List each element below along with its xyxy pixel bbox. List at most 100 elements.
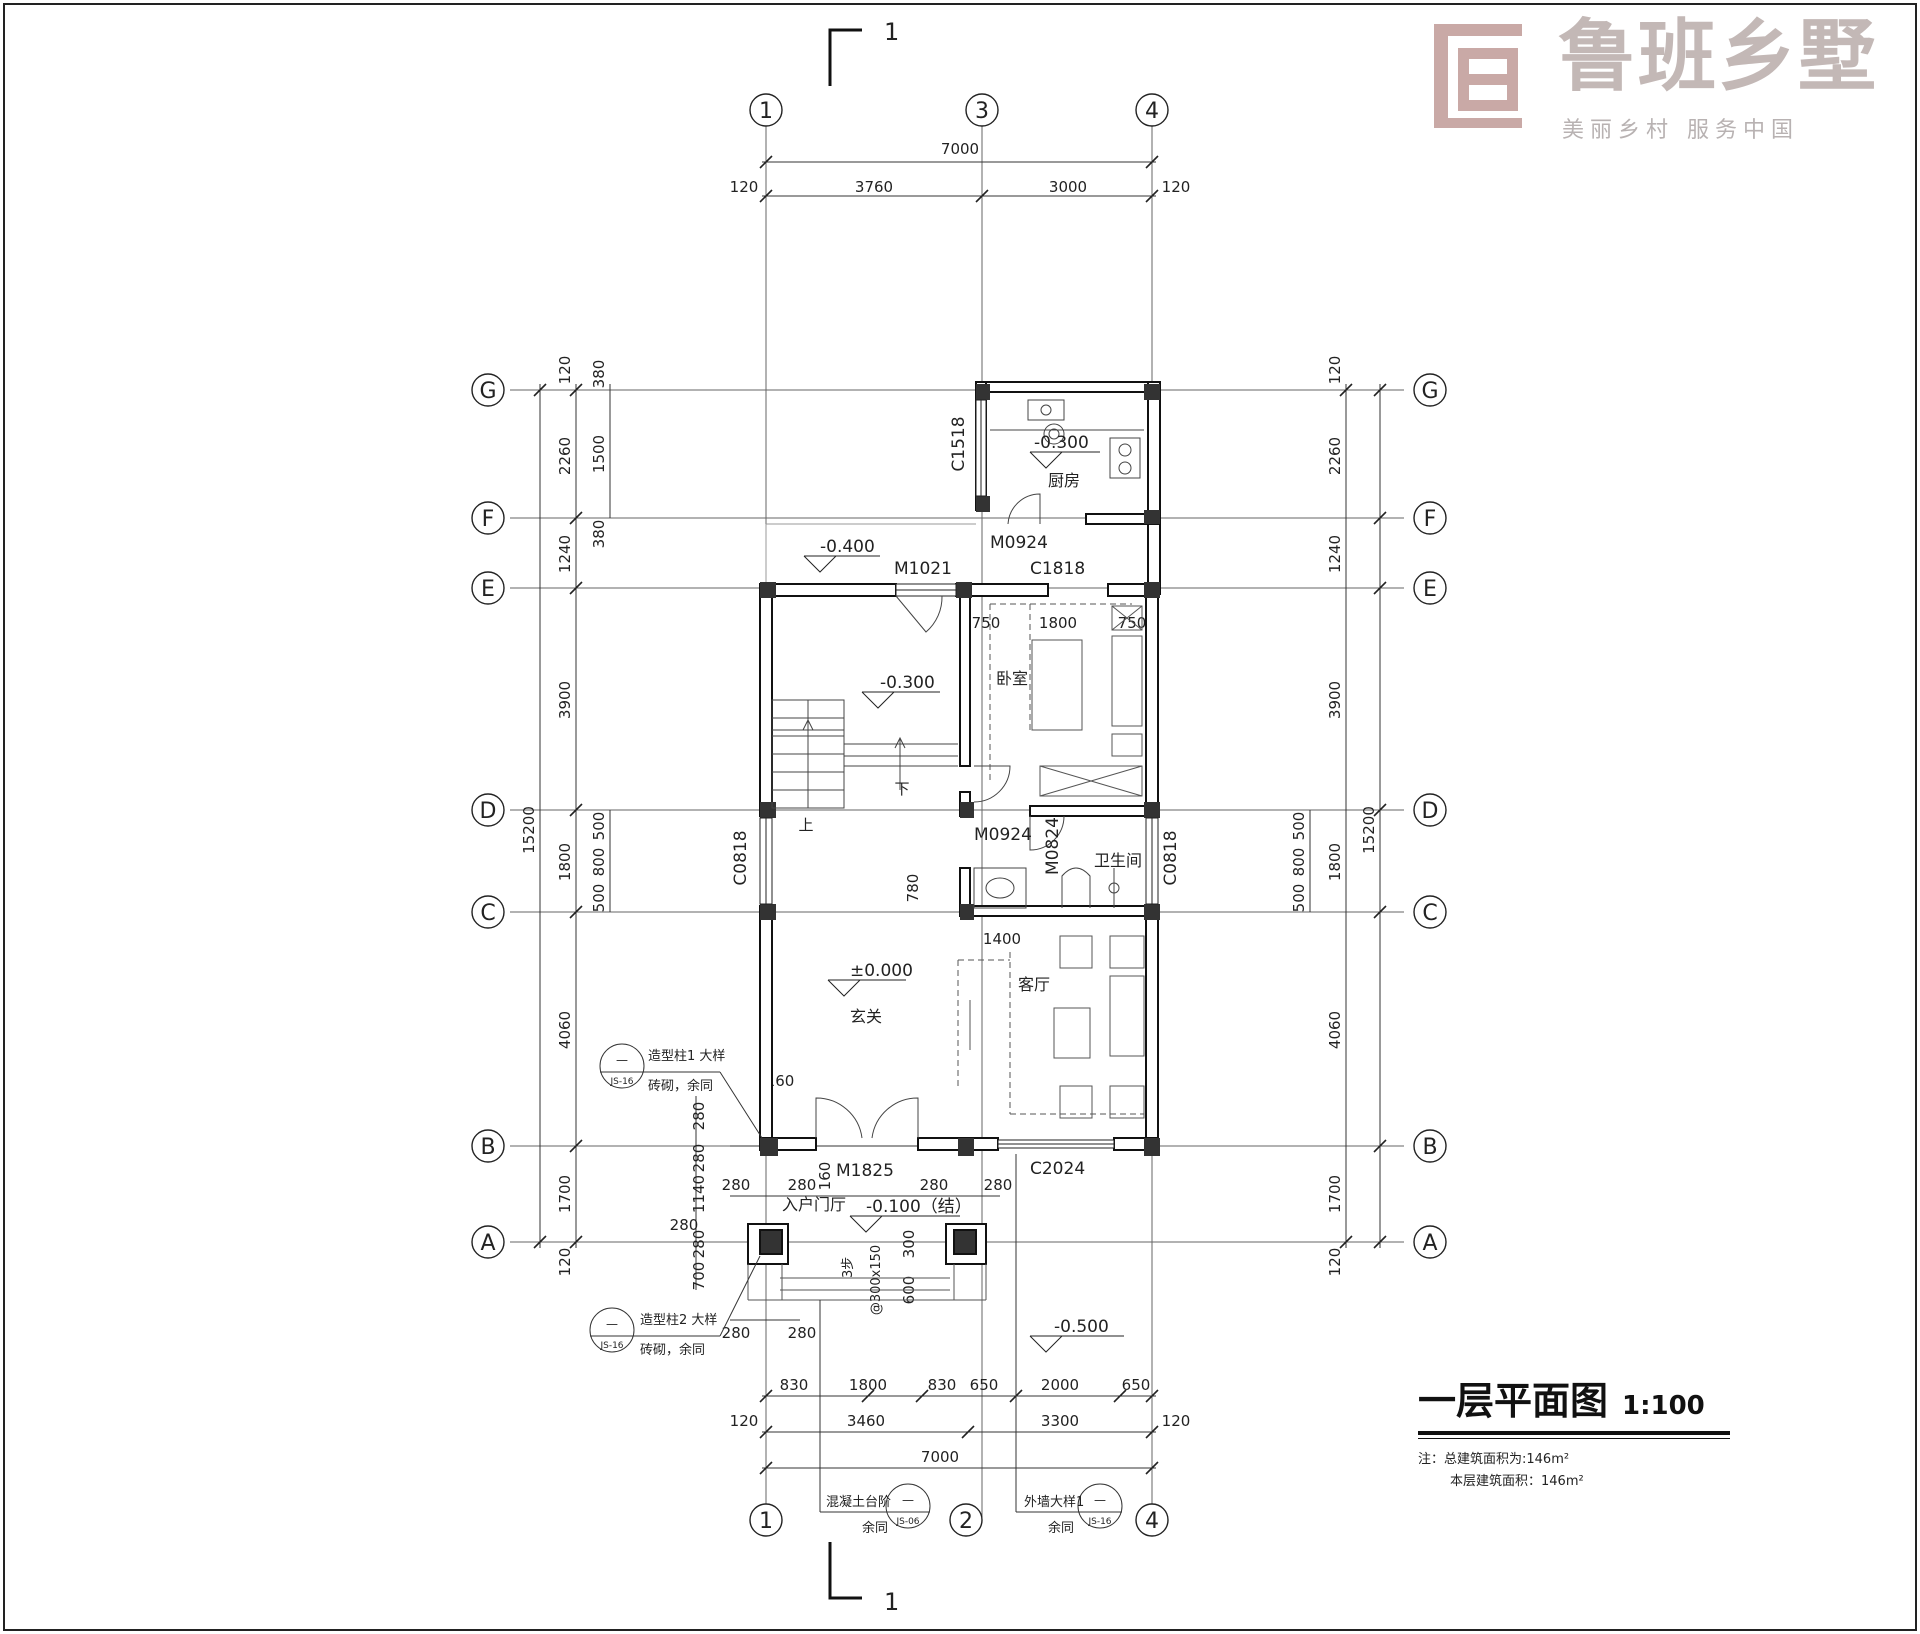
callout-step-ref: JS-06 <box>895 1517 919 1527</box>
callout-wall-line1: 外墙大样1 <box>1024 1495 1084 1510</box>
dim-1800-bed: 1800 <box>1039 614 1077 632</box>
dim-right-1800: 1800 <box>1326 843 1344 881</box>
brand-name: 鲁班乡墅 <box>1558 12 1879 102</box>
label-m0824: M0824 <box>1043 817 1063 875</box>
callout-col2-line1: 造型柱2 大样 <box>640 1313 717 1328</box>
dim-left-2260: 2260 <box>556 437 574 475</box>
dim-1400: 1400 <box>983 930 1021 948</box>
axis-bubble-right-B <box>1413 1129 1447 1163</box>
wall-kitchen-right <box>1147 381 1161 595</box>
room-label-kitchen: 厨房 <box>1048 471 1080 490</box>
steps-count: 3步 <box>841 1257 856 1278</box>
axis-bubble-right-G <box>1413 373 1447 407</box>
dim-porch-280a: 280 <box>690 1102 708 1131</box>
dim-bottom-total: 7000 <box>921 1448 959 1466</box>
axis-bubble-top-1 <box>749 93 783 127</box>
label-c1518: C1518 <box>949 416 969 471</box>
stair-up-label: 上 <box>798 816 813 834</box>
wall-bed-left <box>959 583 971 767</box>
bedroom-furniture <box>989 603 1143 797</box>
dim-right-total: 15200 <box>1360 806 1378 854</box>
doors <box>815 493 1065 1139</box>
axis-bubbles <box>471 93 1447 1537</box>
axis-label-bottom-1: 1 <box>759 1509 773 1534</box>
dim-top-3760: 3760 <box>855 178 893 196</box>
axis-label-left-B: B <box>480 1135 495 1160</box>
axis-label-right-E: E <box>1423 577 1437 602</box>
dim-right-800: 800 <box>1290 848 1308 877</box>
dim-left-380-top: 380 <box>590 360 608 389</box>
axis-bubble-top-3 <box>965 93 999 127</box>
axis-label-top-1: 1 <box>759 99 773 124</box>
windows <box>759 399 1159 1149</box>
dim-porch-low-280b: 280 <box>788 1324 817 1342</box>
dim-bottom-650b: 650 <box>1122 1376 1151 1394</box>
wall-d-bath <box>1029 805 1159 817</box>
dim-porch-h-280a: 280 <box>722 1176 751 1194</box>
axis-bubble-right-C <box>1413 895 1447 929</box>
callout-col2-line2: 砖砌，余同 <box>640 1342 705 1358</box>
brand-slogan: 美丽乡村 服务中国 <box>1562 118 1799 143</box>
callouts <box>589 1043 1123 1529</box>
dim-300: 300 <box>900 1230 918 1259</box>
callout-wall-line2: 余同 <box>1048 1520 1074 1536</box>
callout-col2-ref: JS-16 <box>599 1341 623 1351</box>
title-underline-thin <box>1418 1438 1730 1439</box>
columns <box>760 384 1160 1156</box>
dim-right-1700: 1700 <box>1326 1175 1344 1213</box>
axis-label-bottom-4: 4 <box>1145 1509 1159 1534</box>
label-m1021: M1021 <box>894 559 952 579</box>
level-outside: -0.500 <box>1054 1317 1109 1337</box>
stair <box>771 699 958 809</box>
axis-label-right-B: B <box>1422 1135 1437 1160</box>
dim-bottom-120-left: 120 <box>730 1412 759 1430</box>
walls <box>759 381 1161 1151</box>
dim-right-120-top: 120 <box>1326 356 1344 385</box>
note-total-area: 注：总建筑面积为:146m² <box>1418 1452 1570 1467</box>
axis-bubble-bottom-2 <box>949 1503 983 1537</box>
label-c1818: C1818 <box>1030 559 1085 579</box>
dim-left-1700: 1700 <box>556 1175 574 1213</box>
drawing-title-name: 一层平面图 <box>1418 1379 1609 1423</box>
stair-down-label: 下 <box>894 780 909 798</box>
dim-porch-h-280c: 280 <box>920 1176 949 1194</box>
dim-right-1240: 1240 <box>1326 535 1344 573</box>
dim-bottom-2000: 2000 <box>1041 1376 1079 1394</box>
label-c0818-left: C0818 <box>731 830 751 885</box>
dim-bottom-1800: 1800 <box>849 1376 887 1394</box>
axis-grid <box>510 122 1404 1518</box>
axis-label-right-F: F <box>1424 507 1437 532</box>
wall-right-bath <box>1145 905 1159 1151</box>
dim-bottom-650a: 650 <box>970 1376 999 1394</box>
dim-top-120-left: 120 <box>730 178 759 196</box>
level-kitchen: -0.300 <box>1034 433 1089 453</box>
axis-bubble-left-G <box>471 373 505 407</box>
callout-col1-ref: JS-16 <box>609 1077 633 1087</box>
axis-bubble-top-4 <box>1135 93 1169 127</box>
axis-label-left-A: A <box>480 1231 495 1256</box>
level-stair: -0.300 <box>880 673 935 693</box>
dim-right-500-top: 500 <box>1290 812 1308 841</box>
dim-porch-h-280b: 280 <box>788 1176 817 1194</box>
dim-porch-280c: 280 <box>670 1216 699 1234</box>
dim-780: 780 <box>904 874 922 903</box>
room-label-living: 客厅 <box>1018 975 1050 994</box>
label-m1825: M1825 <box>836 1161 894 1181</box>
dim-left-380-bottom: 380 <box>590 520 608 549</box>
dim-bottom-830a: 830 <box>780 1376 809 1394</box>
axis-bubble-right-A <box>1413 1225 1447 1259</box>
section-marker-bottom <box>828 1542 862 1600</box>
label-c0818-right: C0818 <box>1161 830 1181 885</box>
dim-right-120-bottom: 120 <box>1326 1248 1344 1277</box>
axis-bubble-left-F <box>471 501 505 535</box>
porch-piers <box>747 1223 987 1265</box>
kitchen-fixtures <box>990 399 1144 479</box>
dim-top-3000: 3000 <box>1049 178 1087 196</box>
wall-right-bed <box>1145 583 1159 817</box>
axis-bubble-left-B <box>471 1129 505 1163</box>
dim-bottom-830b: 830 <box>928 1376 957 1394</box>
axis-label-left-G: G <box>479 379 496 404</box>
dim-top-total: 7000 <box>941 140 979 158</box>
